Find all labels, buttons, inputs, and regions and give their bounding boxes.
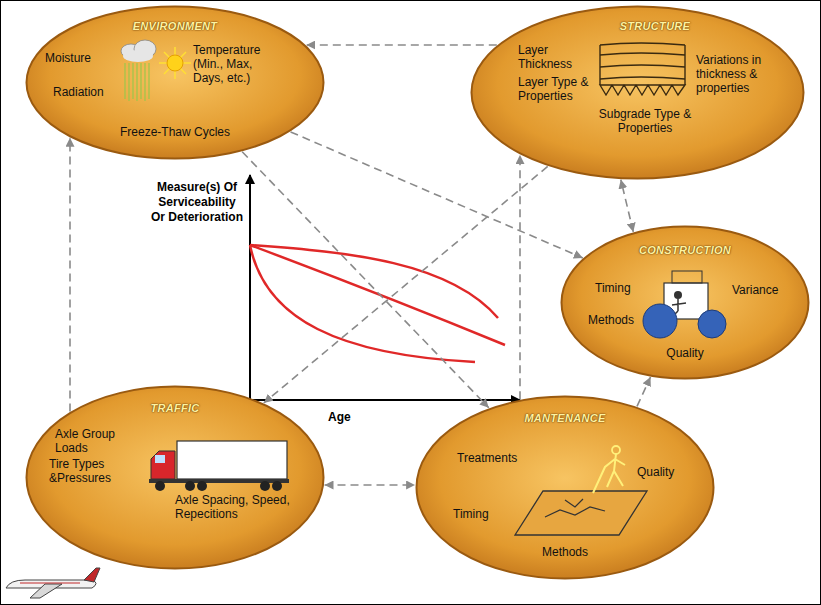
dashed-connector: [264, 166, 548, 403]
factor-item: Tire Types &Pressures: [49, 457, 144, 485]
airplane-figure: [6, 568, 100, 598]
factor-ellipse: TRAFFIC Axle Group LoadsTire Types &Press…: [25, 385, 325, 570]
factor-item: Subgrade Type & Properties: [580, 107, 710, 135]
dashed-connector: [637, 377, 651, 406]
factor-item: Variance: [732, 283, 792, 297]
factor-ellipse: STRUCTURE Layer ThicknessLayer Type & Pro…: [470, 5, 805, 180]
dashed-connector: [519, 155, 521, 399]
factor-item: Radiation: [53, 85, 115, 99]
factor-item: Moisture: [45, 51, 103, 65]
factor-icon: [515, 446, 647, 535]
axis-title: Measure(s) Of Serviceability Or Deterior…: [150, 180, 244, 225]
dashed-connector: [69, 138, 71, 412]
factor-item: Layer Type & Properties: [518, 75, 598, 103]
factor-heading: STRUCTURE: [600, 19, 710, 33]
factor-heading: MANTENANCE: [510, 411, 620, 425]
factor-ellipse: ENVIRONMENT Moisture Temperature (Min., Ma…: [25, 5, 325, 160]
dashed-connector: [306, 44, 497, 46]
factor-icon: [149, 441, 289, 491]
factor-ellipse: CONSTRUCTION Timing VarianceMethodsQuality: [560, 225, 810, 380]
factor-item: Methods: [525, 545, 605, 559]
factor-icon: [643, 271, 726, 338]
factor-heading: TRAFFIC: [125, 401, 225, 415]
factor-item: Axle Group Loads: [55, 427, 145, 455]
factor-item: Methods: [588, 313, 644, 327]
factor-item: Variations in thickness & properties: [696, 53, 782, 95]
factor-item: Freeze-Thaw Cycles: [100, 125, 250, 139]
dashed-connector: [621, 180, 634, 232]
axis-label: Age: [328, 410, 368, 425]
dashed-connector: [242, 152, 489, 408]
factor-ellipse: MANTENANCE TreatmentsQualityTimingMethods: [415, 395, 715, 580]
factor-item: Timing: [453, 507, 503, 521]
factor-item: Treatments: [457, 451, 532, 465]
chart: [250, 175, 520, 400]
dashed-connector: [325, 484, 416, 486]
factor-heading: ENVIRONMENT: [125, 19, 225, 33]
factor-icon: [121, 40, 191, 101]
factor-heading: CONSTRUCTION: [630, 243, 740, 257]
factor-item: Quality: [637, 465, 692, 479]
factor-item: Layer Thickness: [518, 43, 596, 71]
factor-item: Quality: [655, 346, 715, 360]
factor-item: Temperature (Min., Max, Days, etc.): [193, 43, 285, 85]
factor-item: Axle Spacing, Speed, Repecitions: [175, 493, 295, 521]
factor-icon: [600, 43, 685, 95]
factor-item: Timing: [595, 281, 645, 295]
